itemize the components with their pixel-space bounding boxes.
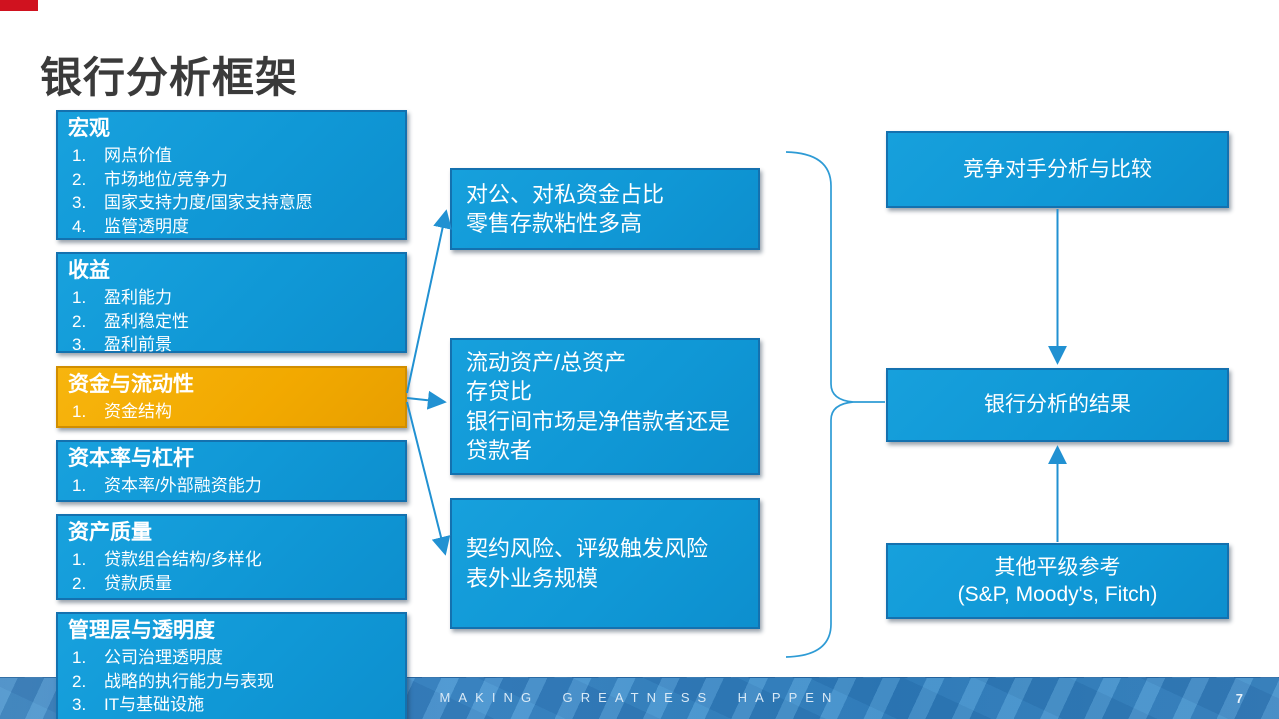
factor-heading: 收益 bbox=[68, 259, 110, 282]
peer-reference-line2: (S&P, Moody's, Fitch) bbox=[957, 583, 1158, 606]
arrow-to-detail-1 bbox=[406, 209, 452, 394]
detail-box-liquidity-ratios: 流动资产/总资产 存贷比 银行间市场是净借款者还是贷款者 bbox=[450, 338, 760, 475]
arrow-to-detail-3 bbox=[406, 401, 451, 556]
brace-connector bbox=[785, 151, 854, 658]
factor-box-macro: 宏观 网点价值 市场地位/竞争力 国家支持力度/国家支持意愿 监管透明度 bbox=[56, 110, 407, 240]
factor-item: 公司治理透明度 bbox=[104, 648, 223, 668]
factor-box-capital-leverage: 资本率与杠杆 资本率/外部融资能力 bbox=[56, 440, 407, 502]
factor-heading: 资产质量 bbox=[68, 521, 152, 544]
factor-item: 贷款组合结构/多样化 bbox=[104, 550, 262, 570]
factor-box-management: 管理层与透明度 公司治理透明度 战略的执行能力与表现 IT与基础设施 bbox=[56, 612, 407, 719]
factor-item: 国家支持力度/国家支持意愿 bbox=[104, 193, 313, 213]
factor-item: IT与基础设施 bbox=[104, 695, 205, 715]
factor-item: 监管透明度 bbox=[104, 216, 189, 236]
factor-heading: 管理层与透明度 bbox=[68, 619, 215, 642]
detail-line: 对公、对私资金占比 bbox=[466, 181, 665, 207]
factor-items: 资本率/外部融资能力 bbox=[68, 474, 395, 498]
peer-reference-box: 其他平级参考 (S&P, Moody's, Fitch) bbox=[886, 543, 1229, 619]
factor-items: 资金结构 bbox=[68, 400, 395, 424]
detail-line: 表外业务规模 bbox=[466, 565, 599, 591]
factor-items: 贷款组合结构/多样化 贷款质量 bbox=[68, 548, 395, 595]
factor-heading: 资本率与杠杆 bbox=[68, 447, 194, 470]
accent-bar bbox=[0, 0, 38, 11]
factor-box-income: 收益 盈利能力 盈利稳定性 盈利前景 bbox=[56, 252, 407, 354]
arrow-to-detail-2 bbox=[406, 390, 447, 410]
detail-line: 存贷比 bbox=[466, 379, 533, 405]
analysis-result-label: 银行分析的结果 bbox=[984, 393, 1131, 417]
factor-item: 贷款质量 bbox=[104, 573, 172, 593]
detail-line: 契约风险、评级触发风险 bbox=[466, 536, 709, 562]
factor-item: 网点价值 bbox=[104, 146, 172, 166]
factor-box-funding-liquidity: 资金与流动性 资金结构 bbox=[56, 366, 407, 428]
factor-items: 网点价值 市场地位/竞争力 国家支持力度/国家支持意愿 监管透明度 bbox=[68, 144, 395, 238]
factor-item: 资本率/外部融资能力 bbox=[104, 476, 262, 496]
factor-item: 盈利前景 bbox=[104, 335, 172, 355]
factor-heading: 宏观 bbox=[68, 117, 110, 140]
factor-item: 市场地位/竞争力 bbox=[104, 169, 228, 189]
factor-box-asset-quality: 资产质量 贷款组合结构/多样化 贷款质量 bbox=[56, 514, 407, 600]
factor-items: 盈利能力 盈利稳定性 盈利前景 bbox=[68, 286, 395, 357]
peer-reference-line1: 其他平级参考 bbox=[994, 555, 1121, 579]
page-number: 7 bbox=[1235, 691, 1243, 706]
factor-item: 盈利能力 bbox=[104, 288, 172, 308]
competitor-analysis-label: 竞争对手分析与比较 bbox=[963, 157, 1152, 181]
factor-item: 资金结构 bbox=[104, 402, 172, 422]
analysis-result-box: 银行分析的结果 bbox=[886, 368, 1229, 442]
footer-tagline: MAKING GREATNESS HAPPEN bbox=[439, 690, 840, 705]
detail-box-contract-risk: 契约风险、评级触发风险 表外业务规模 bbox=[450, 498, 760, 629]
detail-box-deposit-mix: 对公、对私资金占比 零售存款粘性多高 bbox=[450, 168, 760, 250]
detail-line: 流动资产/总资产 bbox=[466, 350, 627, 376]
detail-line: 银行间市场是净借款者还是贷款者 bbox=[466, 408, 731, 463]
competitor-analysis-box: 竞争对手分析与比较 bbox=[886, 131, 1229, 208]
factor-heading: 资金与流动性 bbox=[68, 373, 194, 396]
factor-item: 盈利稳定性 bbox=[104, 311, 189, 331]
factor-items: 公司治理透明度 战略的执行能力与表现 IT与基础设施 bbox=[68, 646, 395, 717]
factor-item: 战略的执行能力与表现 bbox=[104, 671, 274, 691]
detail-line: 零售存款粘性多高 bbox=[466, 211, 643, 236]
page-title: 银行分析框架 bbox=[40, 54, 299, 101]
